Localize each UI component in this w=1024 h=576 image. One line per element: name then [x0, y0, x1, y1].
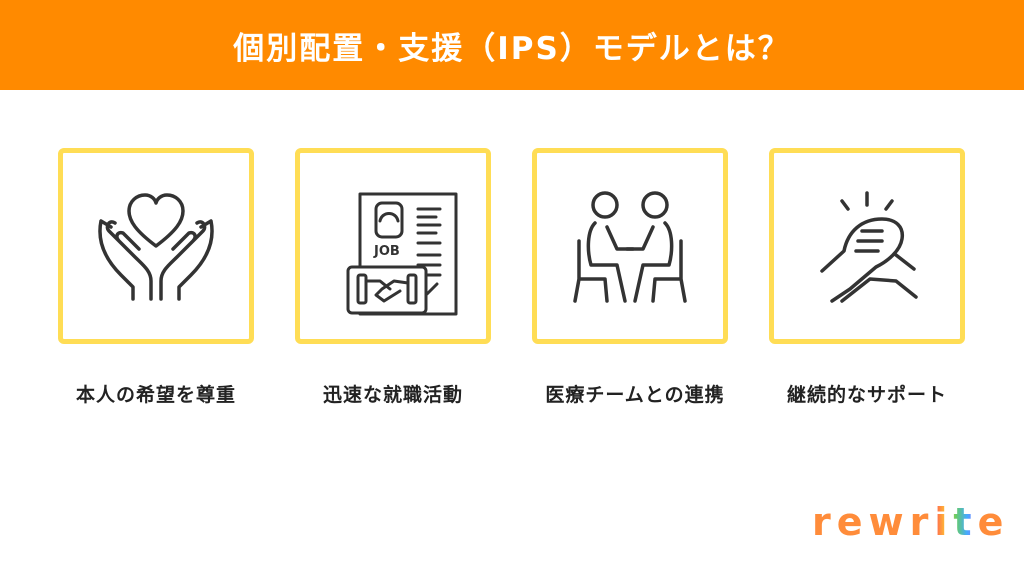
page-title: 個別配置・支援（IPS）モデルとは？	[233, 30, 791, 67]
card-rapid-job-search: JOB	[295, 148, 491, 344]
label-rapid-job-search: 迅速な就職活動	[322, 384, 463, 406]
card-medical-team-collaboration	[532, 148, 728, 344]
heart-hands-icon	[98, 193, 214, 301]
svg-text:JOB: JOB	[373, 244, 400, 259]
rewrite-logo: rewrite	[812, 500, 1010, 544]
job-handshake-icon: JOB	[346, 192, 458, 316]
card-respect-wishes	[58, 148, 254, 344]
label-medical-team-collaboration: 医療チームとの連携	[545, 384, 725, 406]
clasped-hands-icon	[820, 191, 918, 303]
card-continuous-support	[769, 148, 965, 344]
label-respect-wishes: 本人の希望を尊重	[75, 384, 236, 406]
label-continuous-support: 継続的なサポート	[786, 384, 947, 406]
two-people-talking-icon	[573, 191, 687, 303]
header-banner: 個別配置・支援（IPS）モデルとは？	[0, 0, 1024, 90]
